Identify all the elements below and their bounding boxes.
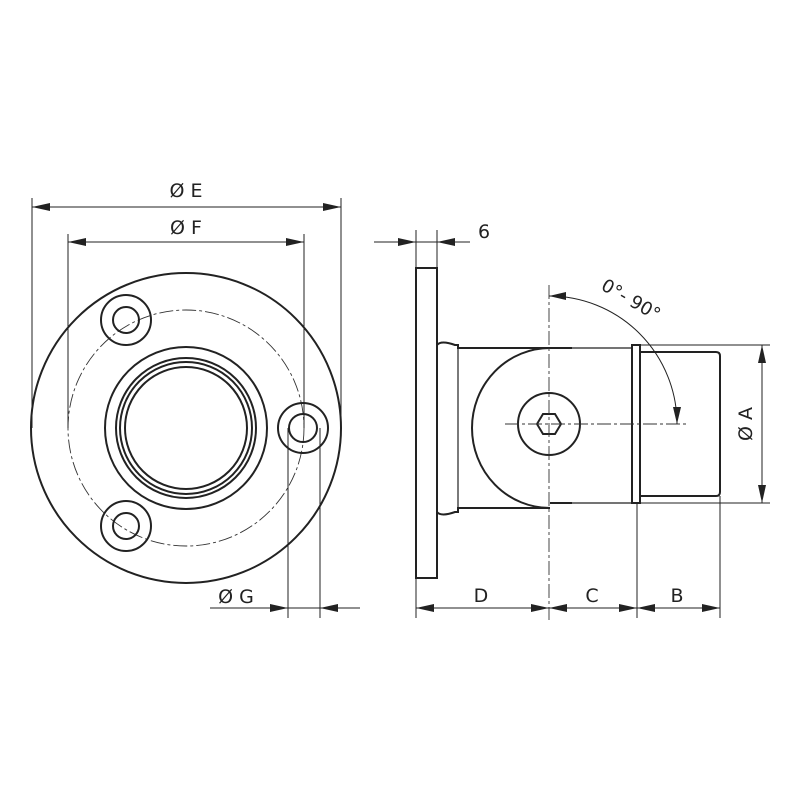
- tube-inner-circle: [124, 366, 248, 490]
- dimension-f: Ø F: [68, 217, 304, 246]
- side-view: 0°- 90° 6 Ø A D: [374, 221, 770, 620]
- tube-stub: [640, 351, 721, 497]
- label-thickness: 6: [478, 221, 490, 243]
- bolt-hole-bottom-left: [100, 500, 152, 552]
- hub-outer-circle: [104, 346, 268, 510]
- label-dia-f: Ø F: [170, 217, 202, 239]
- bolt-circle: [67, 309, 305, 547]
- dimension-e: Ø E: [32, 180, 341, 211]
- tube-outer-circle: [115, 357, 257, 499]
- tube-mid-circle: [119, 361, 253, 495]
- swivel-knuckle: [471, 347, 551, 509]
- dimension-d: D: [416, 585, 549, 612]
- dimension-a: Ø A: [640, 344, 770, 504]
- dimension-thickness: 6: [374, 221, 490, 268]
- flange-outer-circle: [30, 272, 342, 584]
- label-dia-a: Ø A: [735, 407, 757, 441]
- dimension-b: B: [637, 585, 720, 612]
- label-dia-g: Ø G: [218, 586, 254, 608]
- label-angle: 0°- 90°: [598, 275, 664, 325]
- label-b: B: [670, 585, 683, 607]
- dimension-g: Ø G: [210, 586, 360, 612]
- label-dia-e: Ø E: [170, 180, 203, 202]
- bolt-hole-top-left: [100, 294, 152, 346]
- label-d: D: [474, 585, 489, 607]
- base-plate: [415, 267, 438, 579]
- dimension-angle: 0°- 90°: [548, 275, 681, 425]
- dimension-c: C: [549, 585, 637, 612]
- front-view: Ø E Ø F Ø G: [30, 180, 360, 618]
- bolt-hole-right: [277, 402, 329, 454]
- label-c: C: [585, 585, 598, 607]
- body-outline: [436, 341, 550, 349]
